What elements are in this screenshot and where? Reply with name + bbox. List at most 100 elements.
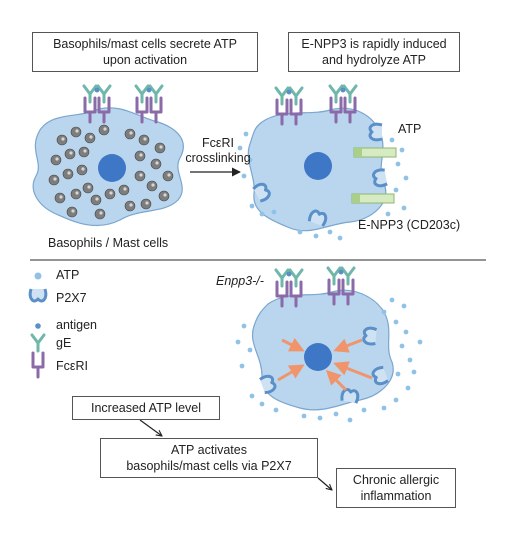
atp-dot [249,203,255,209]
atp-dot [313,233,319,239]
legend-label-ige: gE [56,336,72,350]
atp-dot [273,407,279,413]
granule-highlight [55,157,59,161]
legend-label-fceri: FcεRI [56,359,88,373]
enpp3-induced-box: E-NPP3 is rapidly induced and hydrolyze … [288,32,460,72]
atp-dot [241,173,247,179]
atp-dot [411,369,417,375]
atp-dot [317,415,323,421]
granule-highlight [129,131,133,135]
atp-dot [407,357,413,363]
atp-dot [393,187,399,193]
enpp3-induced-line2: and hydrolyze ATP [322,53,426,67]
granule-highlight [99,211,103,215]
atp-dot [247,157,253,163]
legend-p2x7-icon [28,287,48,303]
atp-dot [297,229,303,235]
atp-dot [247,347,253,353]
enpp3-enzyme-2 [351,193,395,204]
secrete-atp-line1: Basophils/mast cells secrete ATP [53,37,237,51]
crosslinking-line2: crosslinking [185,151,251,165]
granule-highlight [109,191,113,195]
granule-highlight [59,195,63,199]
atp-dot [401,303,407,309]
secrete-atp-box: Basophils/mast cells secrete ATP upon ac… [32,32,258,72]
atp-dot [389,137,395,143]
atp-dot [239,363,245,369]
granule-highlight [143,137,147,141]
atp-dot [381,309,387,315]
granule-highlight [151,183,155,187]
granules [48,124,174,220]
granule-highlight [67,171,71,175]
atp-dot [385,211,391,217]
knockout-label: Enpp3-/- [216,274,264,288]
atp-dot [271,209,277,215]
atp-dots-knockout [235,297,423,423]
granule-highlight [69,151,73,155]
legend-antigen-icon [35,323,41,329]
resting-receptor-1 [82,84,112,124]
granule-highlight [145,201,149,205]
enpp3-label: E-NPP3 (CD203c) [358,218,461,232]
knockout-receptor-1 [274,268,304,308]
atp-dot [333,411,339,417]
granule-highlight [139,173,143,177]
secrete-atp-line2: upon activation [102,53,188,67]
atp-dot [417,339,423,345]
atp-dot [327,229,333,235]
atp-dot [249,393,255,399]
activation-arrows [277,337,373,392]
granule-highlight [167,173,171,177]
granule-highlight [75,191,79,195]
legend-ige-icon [30,333,46,353]
activated-nucleus [304,152,332,180]
atp-dot [389,297,395,303]
atp-dot [259,211,265,217]
granule-highlight [87,185,91,189]
atp-dot [403,329,409,335]
granule-highlight [123,187,127,191]
granule-highlight [129,203,133,207]
increased-atp-box: Increased ATP level [72,396,220,420]
granule-highlight [83,149,87,153]
atp-dot [395,161,401,167]
atp-dot [301,413,307,419]
legend-label-antigen: antigen [56,318,98,332]
chronic-line2: inflammation [360,489,432,503]
atp-activates-line2: basophils/mast cells via P2X7 [126,459,292,473]
granule-highlight [61,137,65,141]
atp-dot [237,145,243,151]
atp-label: ATP [398,122,422,136]
granule-highlight [139,153,143,157]
atp-dot [395,371,401,377]
granule-highlight [159,145,163,149]
atp-dot [393,397,399,403]
atp-dot [361,407,367,413]
resting-nucleus [98,154,126,182]
atp-dots-activated [237,131,409,241]
chronic-inflammation-box: Chronic allergic inflammation [336,468,456,508]
granule-highlight [163,193,167,197]
knockout-receptor-2 [326,266,356,306]
resting-receptor-2 [134,84,164,124]
granule-highlight [81,167,85,171]
atp-dot [243,131,249,137]
legend-atp-icon [34,272,42,280]
atp-dot [399,343,405,349]
granule-highlight [89,135,93,139]
granule-highlight [71,209,75,213]
atp-dot [241,323,247,329]
crosslinking-label: FcεRI crosslinking [176,136,260,166]
knockout-nucleus [304,343,332,371]
crosslinking-line1: FcεRI [202,136,234,150]
chronic-line1: Chronic allergic [352,473,440,487]
granule-highlight [75,129,79,133]
atp-dot [401,205,407,211]
flow-arrow-1 [139,419,162,436]
resting-cell-label: Basophils / Mast cells [48,236,169,250]
increased-atp-text: Increased ATP level [90,401,202,415]
legend-fceri-icon [31,351,45,379]
legend-label-p2x7: P2X7 [56,291,87,305]
